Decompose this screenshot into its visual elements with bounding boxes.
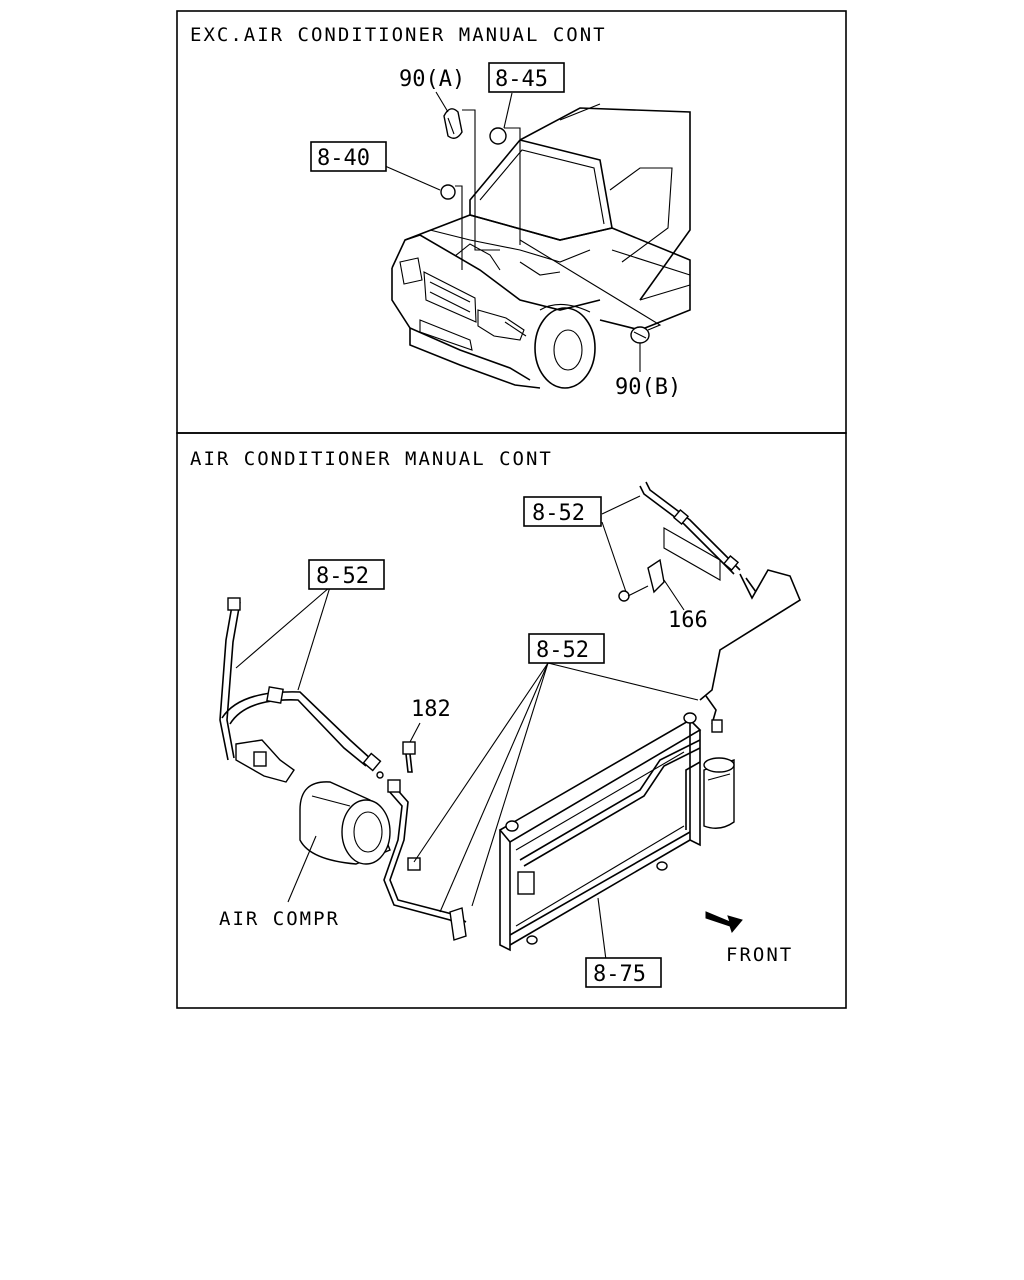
part-166-bracket bbox=[618, 558, 665, 602]
label-8-52-b: 8-52 bbox=[316, 564, 369, 589]
label-90a: 90(A) bbox=[399, 67, 465, 92]
label-8-75: 8-75 bbox=[593, 962, 646, 987]
bottom-panel-frame bbox=[176, 432, 847, 1009]
label-90b: 90(B) bbox=[615, 375, 681, 400]
compressor-hose-assembly bbox=[219, 597, 384, 783]
discharge-pipe bbox=[383, 779, 467, 941]
top-panel-header: EXC.AIR CONDITIONER MANUAL CONT bbox=[190, 24, 607, 46]
front-arrow-icon bbox=[705, 911, 743, 934]
condenser bbox=[498, 712, 702, 952]
liquid-hose-upper bbox=[639, 481, 801, 725]
label-front: FRONT bbox=[726, 944, 793, 966]
label-air-compr: AIR COMPR bbox=[219, 908, 340, 930]
top-leader-lines bbox=[384, 91, 662, 372]
callout-box-8-45 bbox=[488, 62, 565, 93]
label-8-52-a: 8-52 bbox=[532, 501, 585, 526]
label-8-45: 8-45 bbox=[495, 67, 548, 92]
callout-box-8-52-b bbox=[308, 559, 385, 590]
part-182-bolt bbox=[402, 741, 416, 773]
receiver-drier bbox=[685, 719, 735, 830]
callout-box-8-75 bbox=[585, 957, 662, 988]
part-90a-gasket bbox=[443, 108, 463, 139]
label-8-52-c: 8-52 bbox=[536, 638, 589, 663]
callout-box-8-52-a bbox=[523, 496, 602, 527]
callout-box-8-40 bbox=[310, 141, 387, 172]
label-8-40: 8-40 bbox=[317, 146, 370, 171]
part-8-40-plug bbox=[440, 184, 456, 200]
part-90b-clip bbox=[630, 326, 650, 344]
bottom-leader-lines bbox=[235, 495, 699, 961]
callout-box-8-52-c bbox=[528, 633, 605, 664]
part-8-45-plug bbox=[489, 127, 507, 145]
bottom-panel-header: AIR CONDITIONER MANUAL CONT bbox=[190, 448, 553, 470]
label-166: 166 bbox=[668, 608, 708, 633]
vehicle-front-illustration bbox=[391, 103, 691, 389]
label-182: 182 bbox=[411, 697, 451, 722]
air-compressor bbox=[299, 781, 391, 865]
